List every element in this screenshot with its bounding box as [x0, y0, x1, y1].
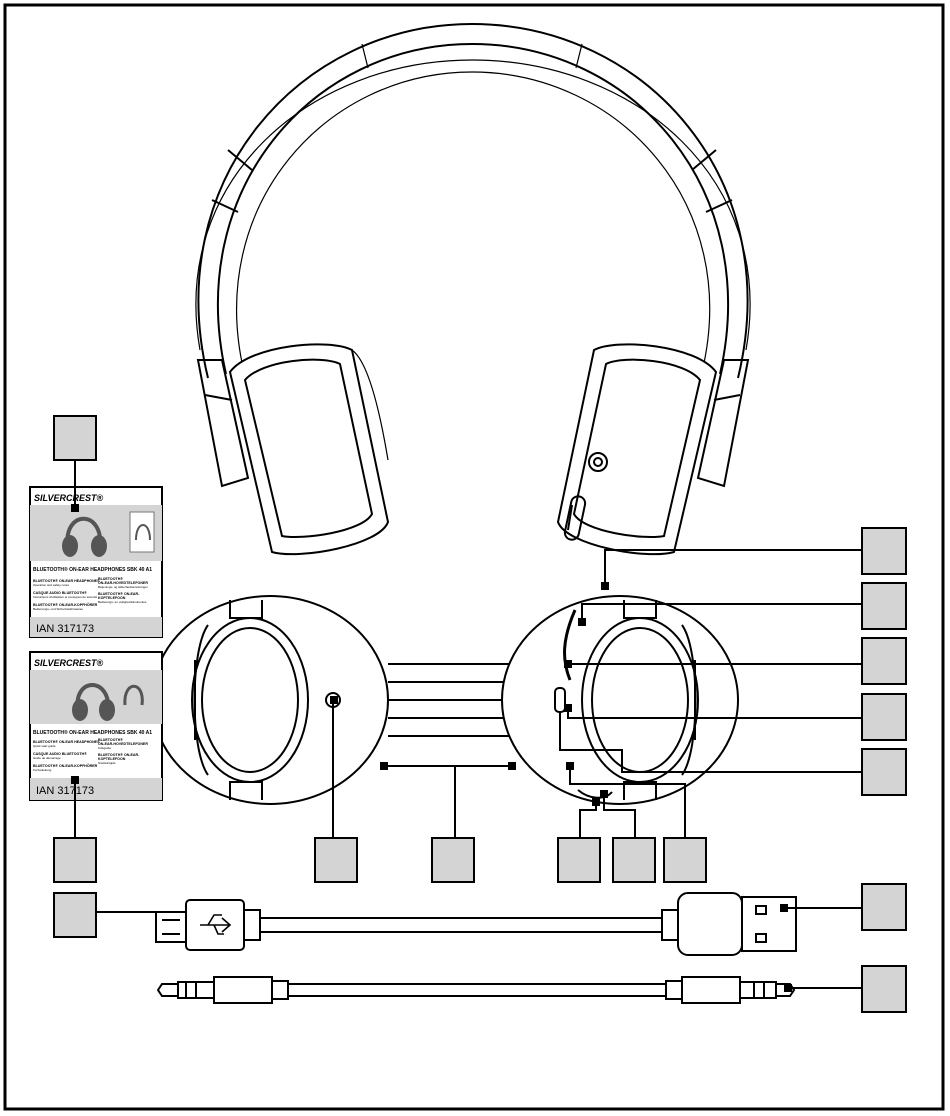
manual-bottom-col2-4: KOPTELEFOON: [98, 757, 126, 761]
callout-box-6: [557, 837, 601, 883]
manual-top-col1-1: Operation and safety notes: [33, 583, 70, 587]
manual-bottom-col2-3: BLUETOOTH® ON-EAR-: [98, 753, 140, 757]
callout-box-7: [612, 837, 656, 883]
callout-box-14: [861, 883, 907, 931]
manual-top-col1-5: Bedienungs- und Sicherheitshinweise: [33, 607, 83, 611]
manual-bottom-col1-5: Kurzanleitung: [33, 768, 52, 772]
leader-dots: [71, 504, 792, 992]
manual-bottom-ian: IAN 317173: [36, 785, 94, 797]
manual-top-col1-4: BLUETOOTH® ON-EAR-KOPFHÖRER: [33, 602, 98, 607]
operating-manual-cover: [29, 486, 163, 638]
callout-boxes: [53, 415, 907, 1013]
micro-usb-cable: [155, 892, 797, 956]
right-earcup-top: [556, 343, 750, 556]
manual-bottom-col2-5: Snelstartgids: [98, 761, 116, 765]
manual-bottom-col1-3: Guide de démarrage: [33, 756, 61, 760]
manual-bottom-col1-2: CASQUE AUDIO BLUETOOTH®: [33, 752, 87, 756]
manual-top-col2-2: Betjenings- og sikkerhedsanvisninger: [98, 585, 148, 589]
callout-box-8: [663, 837, 707, 883]
aux-jack-icon: [588, 452, 608, 472]
manual-bottom-text: SILVERCREST® BLUETOOTH® ON-EAR HEADPHONE…: [33, 658, 152, 797]
manual-top-col2-1: ON-EAR-HOVEDTELEFONER: [98, 581, 148, 585]
headband: [195, 22, 751, 379]
manual-top-col2-0: BLUETOOTH®: [98, 577, 123, 581]
right-earcup-folded: [501, 595, 739, 805]
callout-box-2: [53, 837, 97, 883]
manual-top-col2-5: Bedienings- en veiligheidsinstructies: [98, 600, 147, 604]
manual-top-col1-0: BLUETOOTH® ON-EAR HEADPHONES: [33, 579, 100, 583]
callout-box-15: [861, 965, 907, 1013]
left-earcup-folded: [151, 595, 389, 805]
callout-box-4: [314, 837, 358, 883]
manual-bottom-col1-1: Quick start guide: [33, 744, 56, 748]
manual-top-col1-2: CASQUE AUDIO BLUETOOTH®: [33, 591, 87, 595]
manual-bottom-col2-2: Kvikguide: [98, 746, 111, 750]
manual-top-product-line: BLUETOOTH® ON-EAR HEADPHONES SBK 40 A1: [33, 566, 152, 573]
usb-symbol-icon: [200, 914, 232, 935]
manual-top-ian: IAN 317173: [36, 623, 94, 635]
manual-bottom-col1-4: BLUETOOTH® ON-EAR-KOPFHÖRER: [33, 763, 98, 768]
callout-box-13: [861, 748, 907, 796]
manual-top-col2-4: KOPTELEFOON: [98, 596, 126, 600]
manual-top-col1-3: Instructions d'utilisation et consignes …: [33, 595, 97, 599]
callout-box-3: [53, 892, 97, 938]
callout-box-9: [861, 527, 907, 575]
quick-start-guide-cover: [29, 651, 163, 801]
callout-box-5: [431, 837, 475, 883]
manual-top-text: SILVERCREST® BLUETOOTH® ON-EAR HEADPHONE…: [33, 493, 152, 635]
manual-top-brand: SILVERCREST®: [34, 493, 104, 503]
page-frame: [3, 3, 945, 1111]
manual-bottom-product-line: BLUETOOTH® ON-EAR HEADPHONES SBK 40 A1: [33, 729, 152, 736]
manual-top-col2-3: BLUETOOTH® ON-EAR-: [98, 592, 140, 596]
volume-rocker-icon: [563, 495, 587, 541]
callout-box-12: [861, 693, 907, 741]
manual-bottom-col2-1: ON-EAR-HOVEDTELEFONER: [98, 742, 148, 746]
left-earcup-top: [196, 343, 390, 556]
callout-box-11: [861, 637, 907, 685]
audio-cable: [156, 976, 796, 1004]
callout-box-1: [53, 415, 97, 461]
folded-band: [388, 663, 512, 737]
callout-box-10: [861, 582, 907, 630]
manual-bottom-brand: SILVERCREST®: [34, 658, 104, 668]
manual-bottom-col1-0: BLUETOOTH® ON-EAR HEADPHONES: [33, 740, 100, 744]
manual-bottom-col2-0: BLUETOOTH®: [98, 738, 123, 742]
